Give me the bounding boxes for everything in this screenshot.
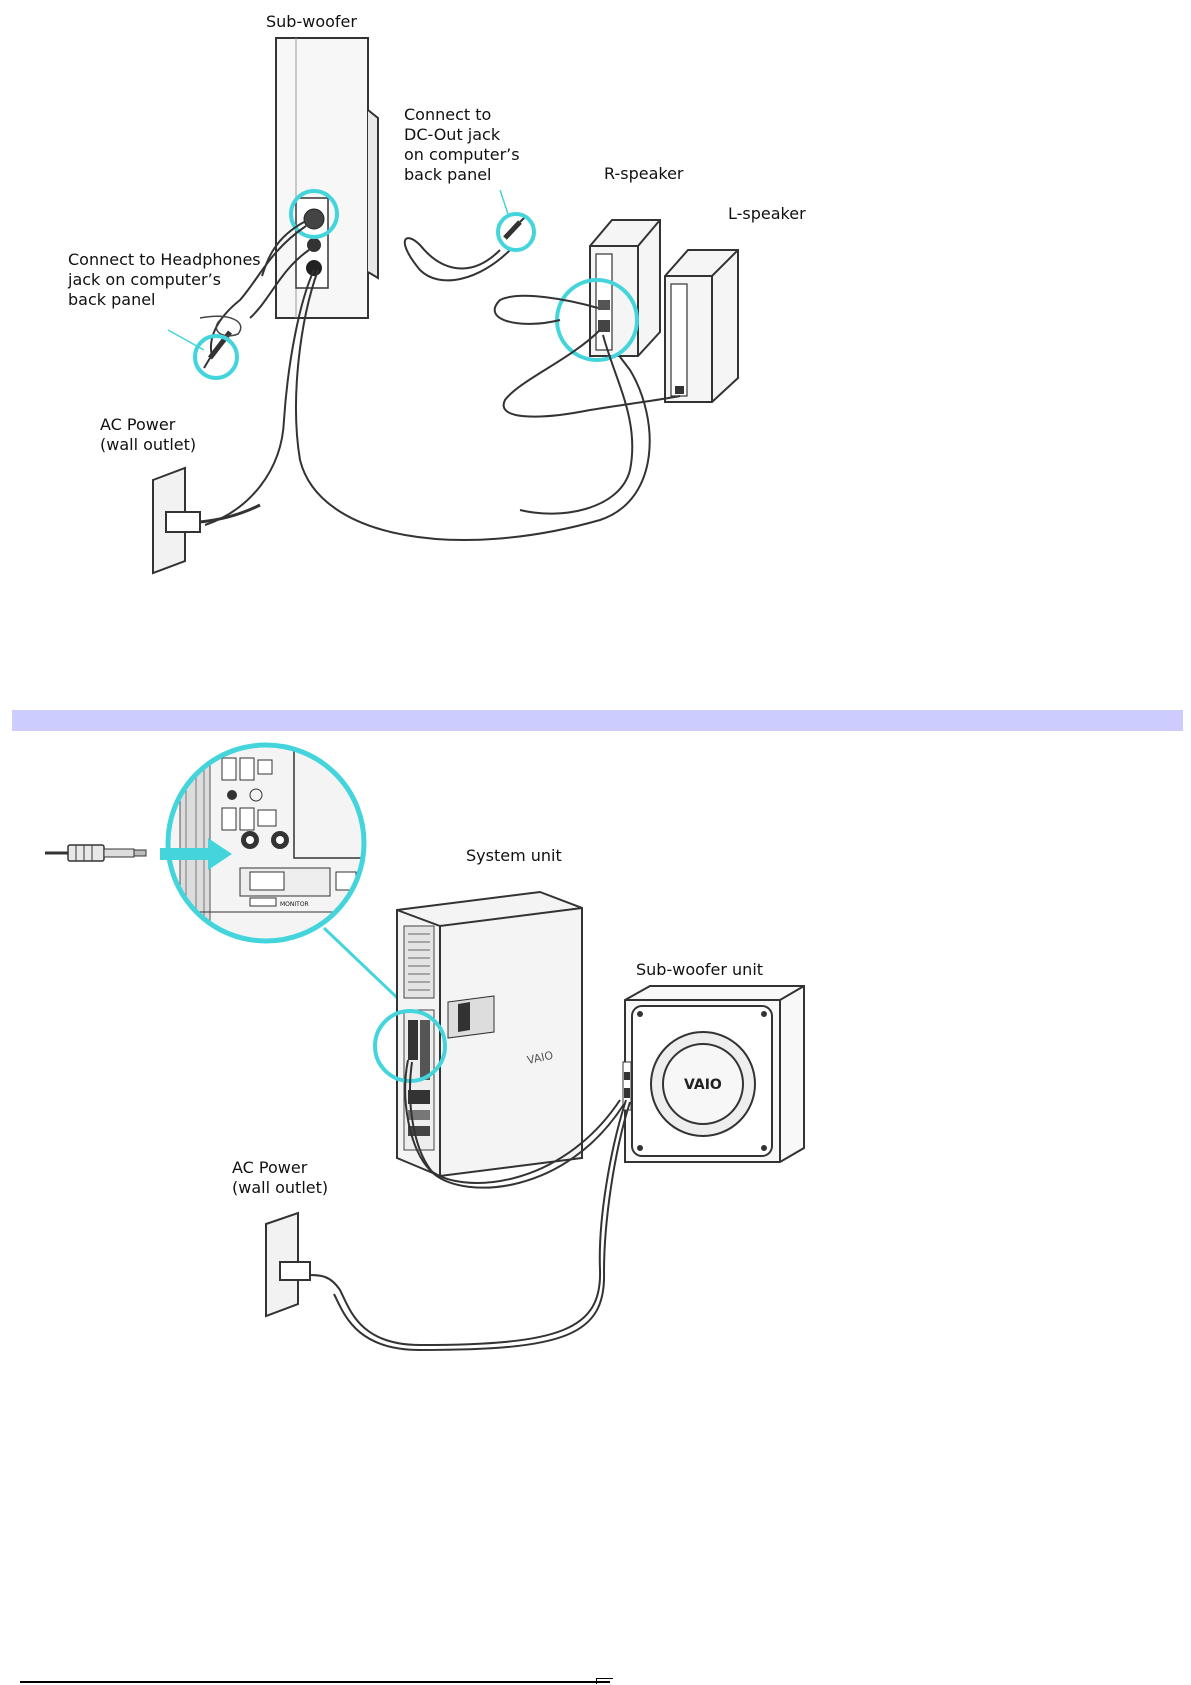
footer-rule	[20, 1681, 610, 1683]
subwoofer-unit: VAIO	[623, 986, 804, 1162]
subwoofer-label: Sub-woofer	[266, 12, 357, 31]
system-unit-tower: VAIO	[397, 892, 582, 1176]
headphones-label-line-1: Connect to Headphones	[68, 250, 261, 269]
highlight-circle	[498, 214, 534, 250]
figure-1-speaker-setup: Sub-woofer Connect to Headphones jack on…	[67, 12, 806, 573]
wall-outlet	[266, 1213, 310, 1316]
subwoofer-tower	[276, 38, 378, 318]
footer-tick	[596, 1678, 613, 1684]
r-speaker	[590, 220, 660, 356]
system-unit-label: System unit	[466, 846, 562, 865]
highlight-circle	[195, 336, 237, 378]
audio-plug	[45, 845, 146, 861]
headphones-label-line-2: jack on computer’s	[67, 270, 221, 289]
dc-out-label-line-1: Connect to	[404, 105, 491, 124]
headphone-plug	[200, 316, 241, 368]
ac-power-label-line-2: (wall outlet)	[100, 435, 196, 454]
monitor-port-label: MONITOR	[280, 901, 309, 908]
l-speaker-label: L-speaker	[728, 204, 806, 223]
dc-out-label-line-2: DC-Out jack	[404, 125, 501, 144]
headphones-label-line-3: back panel	[68, 290, 156, 309]
dc-out-label-line-3: on computer’s	[404, 145, 520, 164]
subwoofer-unit-label: Sub-woofer unit	[636, 960, 763, 979]
vaio-logo-front: VAIO	[684, 1077, 722, 1093]
ac-power-label-line-1: AC Power	[100, 415, 176, 434]
l-speaker	[665, 250, 738, 402]
dc-out-label-line-4: back panel	[404, 165, 492, 184]
ac-power-label-line-2: (wall outlet)	[232, 1178, 328, 1197]
wall-outlet	[153, 468, 260, 573]
figure-2-subwoofer-unit-setup: MONITOR	[45, 740, 804, 1350]
section-divider-bar	[12, 710, 1183, 731]
subwoofer-cables	[205, 222, 650, 540]
r-speaker-label: R-speaker	[604, 164, 684, 183]
back-panel-inset: MONITOR	[160, 740, 380, 950]
ac-power-label-line-1: AC Power	[232, 1158, 308, 1177]
